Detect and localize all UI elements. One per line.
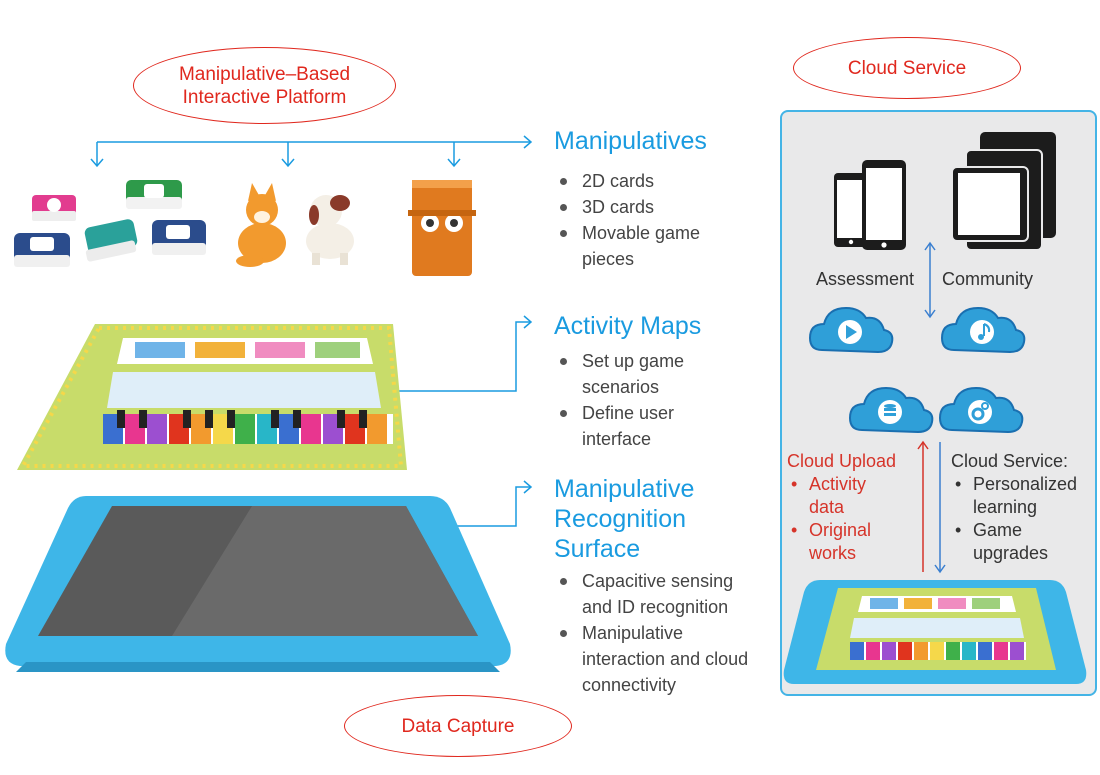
cloud-service-block: Cloud Service: Personalized learning Gam… xyxy=(951,450,1091,565)
piano-keys xyxy=(103,410,393,444)
data-capture-oval-label: Data Capture xyxy=(401,715,515,737)
platform-oval: Manipulative–Based Interactive Platform xyxy=(133,47,396,124)
platform-oval-label: Manipulative–Based Interactive Platform xyxy=(178,63,351,108)
robot-block xyxy=(408,180,476,276)
activity-maps-bullets: Set up game scenarios Define user interf… xyxy=(556,348,706,452)
manipulatives-title: Manipulatives xyxy=(554,127,707,155)
bullet-item: Manipulative interaction and cloud conne… xyxy=(556,620,752,698)
cloud-service-oval: Cloud Service xyxy=(793,37,1021,99)
upload-item: Original works xyxy=(787,519,879,565)
phone-devices-icon xyxy=(834,160,906,250)
recognition-surface-illustration xyxy=(5,496,511,672)
cloud-service-title: Cloud Service: xyxy=(951,451,1069,471)
data-capture-oval: Data Capture xyxy=(344,695,572,757)
sync-arrow xyxy=(924,241,936,319)
cloud-panel-graphics xyxy=(783,132,1087,684)
recognition-surface-bullets: Capacitive sensing and ID recognition Ma… xyxy=(556,568,766,698)
fox-figure xyxy=(236,183,286,267)
settings-cloud-icon xyxy=(938,386,1024,434)
community-label: Community xyxy=(942,269,1034,289)
bullet-item: Define user interface xyxy=(556,400,706,452)
card-navy-left xyxy=(14,233,70,267)
cloud-service-oval-label: Cloud Service xyxy=(847,57,967,79)
bullet-item: 2D cards xyxy=(556,168,756,194)
card-pink xyxy=(32,195,76,221)
recognition-surface-title: Manipulative Recognition Surface xyxy=(554,475,695,563)
download-arrow xyxy=(934,442,946,574)
bullet-item: 3D cards xyxy=(556,194,756,220)
manipulatives-bullets: 2D cards 3D cards Movable game pieces xyxy=(556,168,756,272)
cloud-upload-block: Cloud Upload Activity data Original work… xyxy=(787,450,912,565)
upload-arrow xyxy=(917,440,929,572)
manipulatives-illustration xyxy=(14,180,476,276)
activity-map-illustration xyxy=(17,324,407,470)
cloud-upload-title: Cloud Upload xyxy=(787,451,897,471)
service-item: Game upgrades xyxy=(951,519,1063,565)
video-cloud-icon xyxy=(808,306,894,354)
connector-lines xyxy=(90,135,533,527)
bullet-item: Set up game scenarios xyxy=(556,348,706,400)
bullet-item: Movable game pieces xyxy=(556,220,702,272)
music-cloud-icon xyxy=(940,306,1026,354)
bullet-item: Capacitive sensing and ID recognition xyxy=(556,568,766,620)
tablet-devices-icon xyxy=(951,132,1056,251)
puppy-figure xyxy=(306,195,354,265)
assessment-label: Assessment xyxy=(816,269,915,289)
card-teal xyxy=(84,219,138,262)
mini-device-illustration xyxy=(783,580,1087,684)
service-item: Personalized learning xyxy=(951,473,1085,519)
activity-maps-title: Activity Maps xyxy=(554,312,702,340)
database-cloud-icon xyxy=(848,386,934,434)
card-navy-right xyxy=(152,220,206,255)
upload-item: Activity data xyxy=(787,473,879,519)
card-green xyxy=(126,180,182,209)
